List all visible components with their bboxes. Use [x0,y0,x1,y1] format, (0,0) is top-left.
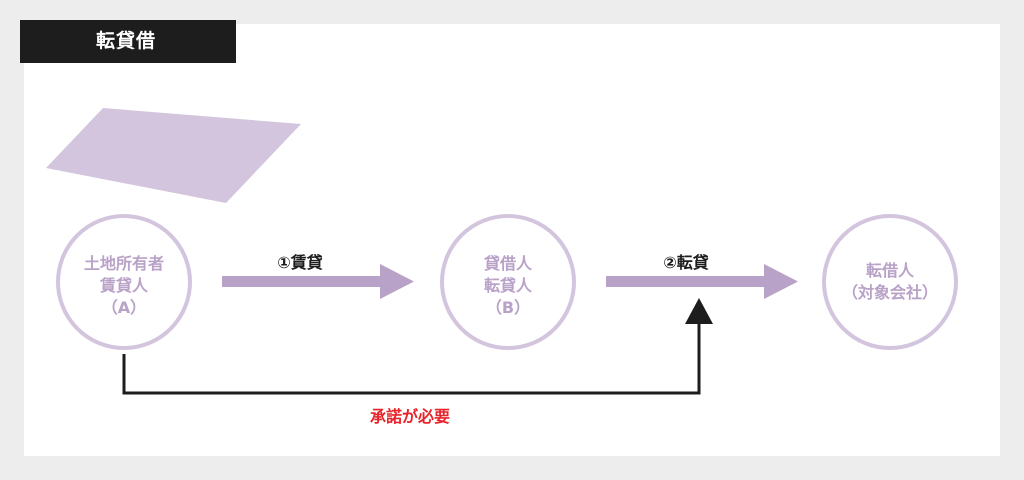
node-a-line-2: 賃貸人 [99,276,148,295]
node-c-label: 転借人 （対象会社） [825,260,955,304]
node-a-line-1: 土地所有者 [83,254,164,273]
sublease-arrow-label: ②転貸 [663,253,709,272]
node-c-line-2: （対象会社） [841,283,938,302]
node-b-label: 貸借人 転貸人 （B） [443,253,573,319]
node-a-line-3: （A） [101,298,147,317]
consent-note: 承諾が必要 [369,407,450,426]
consent-path [122,298,713,395]
node-b-circle [440,214,576,350]
node-b-line-1: 貸借人 [483,254,532,273]
node-a-label: 土地所有者 賃貸人 （A） [59,253,189,319]
node-b-line-3: （B） [485,298,531,317]
node-b-line-2: 転貸人 [483,276,532,295]
title-tag: 転貸借 [20,20,236,63]
lease-arrow-label: ①賃貸 [277,253,323,272]
node-c-line-1: 転借人 [865,261,914,280]
lease-arrow [222,264,414,299]
sublease-arrow [606,264,798,299]
node-a-circle [56,214,192,350]
node-c-circle [822,214,958,350]
land-parcel-shape [46,108,301,203]
